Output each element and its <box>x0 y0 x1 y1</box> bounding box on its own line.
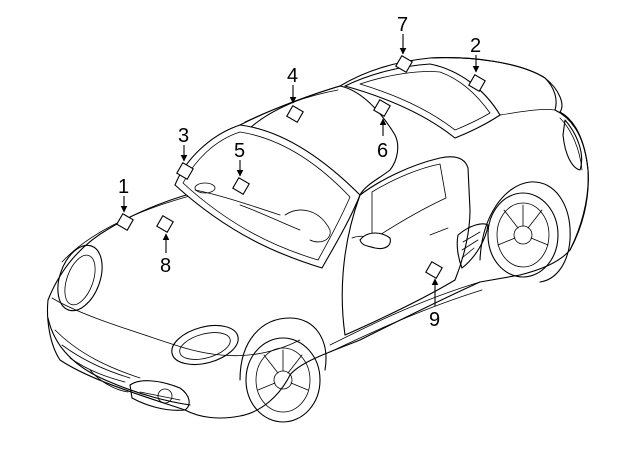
label-box-1 <box>116 213 134 231</box>
label-box-9 <box>425 261 443 279</box>
callout-5: 5 <box>234 140 245 162</box>
label-box-6 <box>373 99 391 117</box>
callout-6: 6 <box>377 140 388 162</box>
callout-8: 8 <box>160 255 171 277</box>
callout-9: 9 <box>429 309 440 331</box>
label-box-3 <box>176 162 194 180</box>
label-box-8 <box>156 215 174 233</box>
car-outline <box>46 57 589 423</box>
callout-7: 7 <box>397 14 408 36</box>
label-boxes <box>116 55 486 279</box>
label-box-2 <box>468 74 486 92</box>
label-box-4 <box>286 105 304 123</box>
label-box-5 <box>232 177 250 195</box>
callout-2: 2 <box>470 35 481 57</box>
callout-numbers: 1 2 3 4 5 6 7 8 9 <box>118 14 481 331</box>
label-box-7 <box>395 55 413 73</box>
callout-3: 3 <box>178 125 189 147</box>
callout-leaders <box>120 34 480 306</box>
callout-1: 1 <box>118 176 129 198</box>
callout-4: 4 <box>287 65 298 87</box>
